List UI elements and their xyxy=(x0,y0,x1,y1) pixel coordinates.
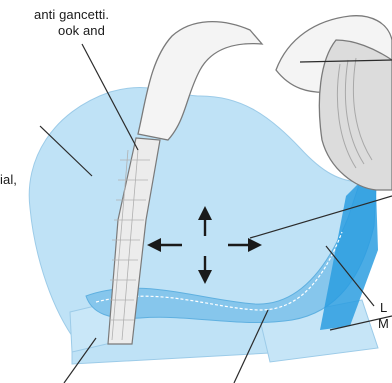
label-material: ial, xyxy=(0,172,17,187)
label-hooks-line-2: ook and xyxy=(58,23,105,38)
label-lower-right-1: L xyxy=(380,300,387,315)
label-lower-right-2: M xyxy=(378,316,389,331)
label-hooks-line-1: anti gancetti. xyxy=(34,7,109,22)
